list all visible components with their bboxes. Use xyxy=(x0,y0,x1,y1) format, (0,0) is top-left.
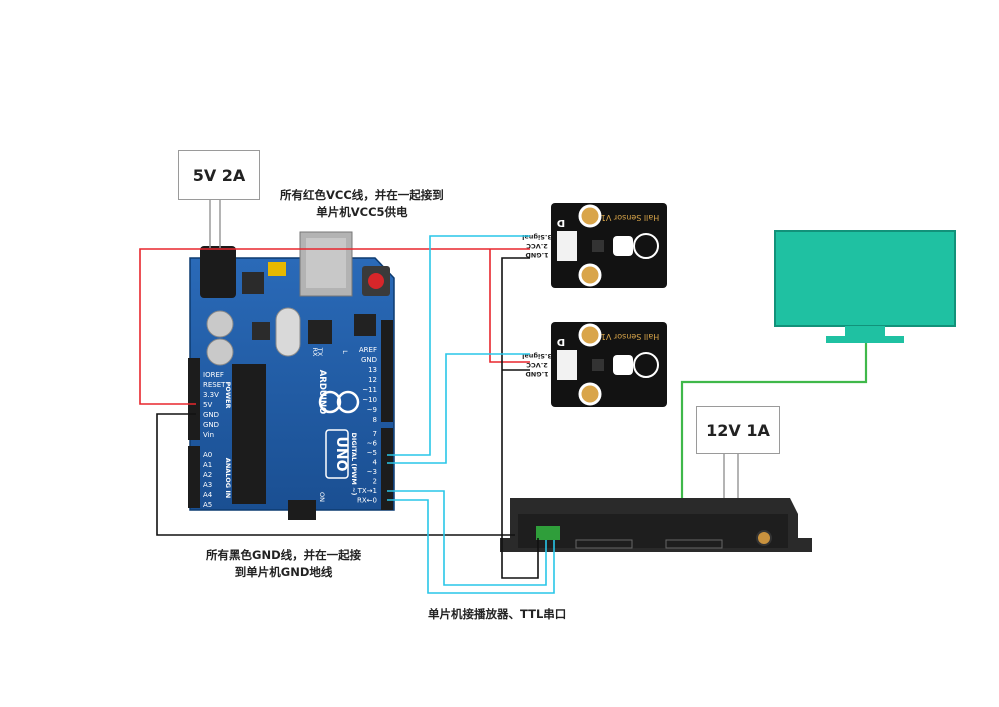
dc-power-jack xyxy=(200,246,236,298)
digital-pin-label: ~3 xyxy=(367,468,377,476)
analog-pin-label: A3 xyxy=(203,481,212,489)
digital-pin-label: 12 xyxy=(368,376,377,384)
gnd-note-line-1: 所有黑色GND线，并在一起接 xyxy=(206,548,362,562)
mounting-hole-icon xyxy=(578,263,602,287)
sensor-title: Hall Sensor V1 xyxy=(601,213,659,222)
dfrobot-logo-icon xyxy=(613,355,633,375)
power-pin-label: RESET xyxy=(203,381,226,389)
gnd-wires xyxy=(156,257,539,579)
crystal xyxy=(275,307,301,357)
arduino-power-supply-label: 5V 2A xyxy=(178,150,260,200)
digital-pin-label: RX←0 xyxy=(357,497,377,505)
monitor-screen xyxy=(774,230,956,327)
sensor-chip xyxy=(592,240,604,252)
analog-header-title: ANALOG IN xyxy=(224,458,232,498)
sensor-connector xyxy=(557,231,577,261)
vcc-wires xyxy=(139,248,530,405)
dfrobot-logo-icon xyxy=(613,236,633,256)
monitor-stand xyxy=(826,336,904,343)
player-port-group xyxy=(665,539,723,549)
audio-jack xyxy=(756,530,772,546)
arduino-model-text: UNO xyxy=(333,437,349,472)
vcc-note: 所有红色VCC线，并在一起接到 单片机VCC5供电 xyxy=(280,187,444,221)
digital-pin-label: TX→1 xyxy=(357,487,377,495)
digital-header-top xyxy=(381,320,393,422)
digital-pin-label: 7 xyxy=(373,430,377,438)
arduino-logo xyxy=(318,390,360,414)
capacitor xyxy=(206,310,234,338)
sensor-board xyxy=(551,322,667,407)
mounting-hole-icon xyxy=(578,382,602,406)
digital-header-title: DIGITAL (PWM ~) xyxy=(350,433,358,496)
sensor-pin-label: 2.VCC xyxy=(526,242,548,250)
analog-pin-label: A4 xyxy=(203,491,213,499)
digital-pin-label: ~5 xyxy=(367,449,377,457)
power-pin-label: 3.3V xyxy=(203,391,219,399)
digital-pin-label: 2 xyxy=(373,478,377,486)
power-pin-label: GND xyxy=(203,411,219,419)
led-label: RX xyxy=(311,348,319,358)
vcc-note-line-2: 单片机VCC5供电 xyxy=(316,205,408,219)
led-label: TX xyxy=(316,347,324,357)
digital-pin-label: ~11 xyxy=(362,386,377,394)
sensor-pin-label: 2.VCC xyxy=(526,361,548,369)
digital-pin-label: 8 xyxy=(373,416,377,424)
sensor-chip xyxy=(592,359,604,371)
gnd-note-line-2: 到单片机GND地线 xyxy=(234,565,333,579)
sensor-pin-label: 3.Signal xyxy=(522,233,552,241)
atmega-chip xyxy=(232,364,266,504)
digital-pin-label: ~6 xyxy=(367,440,378,448)
analog-pin-label: A1 xyxy=(203,461,212,469)
digital-pin-label: GND xyxy=(361,356,377,364)
mounting-hole-icon xyxy=(578,204,602,228)
sensor-symbol: D xyxy=(557,336,565,347)
gnd-note: 所有黑色GND线，并在一起接 到单片机GND地线 xyxy=(206,547,361,581)
digital-pin-label: AREF xyxy=(359,346,377,354)
capacitor xyxy=(206,338,234,366)
arduino-uno-board: IOREF RESET 3.3V 5V GND GND Vin POWER A0A1A2A3A4… xyxy=(188,231,395,520)
player-port-group xyxy=(575,539,633,549)
digital-pin-label: ~10 xyxy=(362,396,377,404)
player-monitor-wire xyxy=(680,343,868,498)
mounting-hole-icon xyxy=(578,323,602,347)
sensor-pin-label: 1.GND xyxy=(525,370,549,378)
analog-pin-label: A0 xyxy=(203,451,212,459)
sensor-pin-label: 3.Signal xyxy=(522,352,552,360)
power-pin-label: Vin xyxy=(203,431,214,439)
analog-pin-label: A2 xyxy=(203,471,212,479)
sensor-board xyxy=(551,203,667,288)
signal-wires xyxy=(387,235,555,594)
power-pin-label: IOREF xyxy=(203,371,224,379)
digital-header-bottom xyxy=(381,428,393,510)
power-header-title: POWER xyxy=(224,382,232,409)
sensor-pin-label: 1.GND xyxy=(525,251,549,259)
sensor-connector xyxy=(557,350,577,380)
led-label: ON xyxy=(318,492,326,502)
digital-pin-label: 4 xyxy=(373,459,378,467)
magnet-icon xyxy=(633,352,659,378)
sensor-title: Hall Sensor V1 xyxy=(601,332,659,341)
sensor-symbol: D xyxy=(557,217,565,228)
vcc-note-line-1: 所有红色VCC线，并在一起接到 xyxy=(280,188,444,202)
ttl-serial-terminal xyxy=(536,526,560,540)
power-pin-label: 5V xyxy=(203,401,212,409)
power-header xyxy=(188,358,200,440)
led-label: L xyxy=(341,350,349,354)
arduino-brand-text: ARDUINO xyxy=(317,370,327,415)
analog-pin-label: A5 xyxy=(203,501,212,509)
serial-note: 单片机接播放器、TTL串口 xyxy=(428,607,567,621)
monitor xyxy=(774,230,956,343)
media-player-box xyxy=(500,498,812,552)
digital-pin-label: 13 xyxy=(368,366,377,374)
player-power-supply-label: 12V 1A xyxy=(696,406,780,454)
power-pin-label: GND xyxy=(203,421,219,429)
analog-header xyxy=(188,446,200,508)
magnet-icon xyxy=(633,233,659,259)
digital-pin-label: ~9 xyxy=(367,406,377,414)
